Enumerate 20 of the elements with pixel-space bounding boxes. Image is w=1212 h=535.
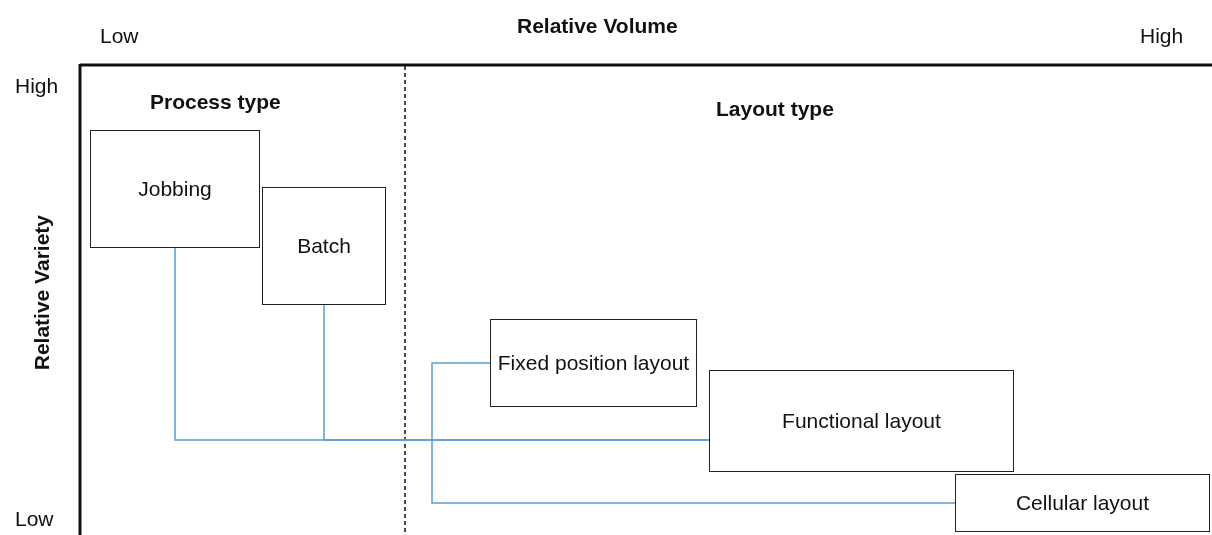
axis-title: Relative Volume	[517, 14, 678, 38]
box-label: Cellular layout	[1015, 491, 1150, 515]
process-box	[490, 319, 697, 407]
connector-line	[323, 304, 710, 441]
process-box	[262, 187, 386, 305]
box-label: Fixed position layout	[497, 351, 690, 375]
box-label: Jobbing	[138, 177, 212, 201]
process-box	[709, 370, 1014, 472]
connector-line	[431, 362, 956, 504]
axis-end-label: Low	[15, 507, 54, 531]
box-label: Functional layout	[782, 409, 941, 433]
axis-end-label: High	[1140, 24, 1184, 48]
section-heading: Layout type	[716, 97, 834, 121]
axis-end-label: Low	[100, 24, 139, 48]
axis-title: Relative Variety	[30, 215, 54, 371]
process-box	[955, 474, 1210, 532]
process-box	[90, 130, 260, 248]
box-label: Batch	[297, 234, 351, 258]
axis-end-label: High	[15, 74, 59, 98]
section-heading: Process type	[150, 90, 281, 114]
